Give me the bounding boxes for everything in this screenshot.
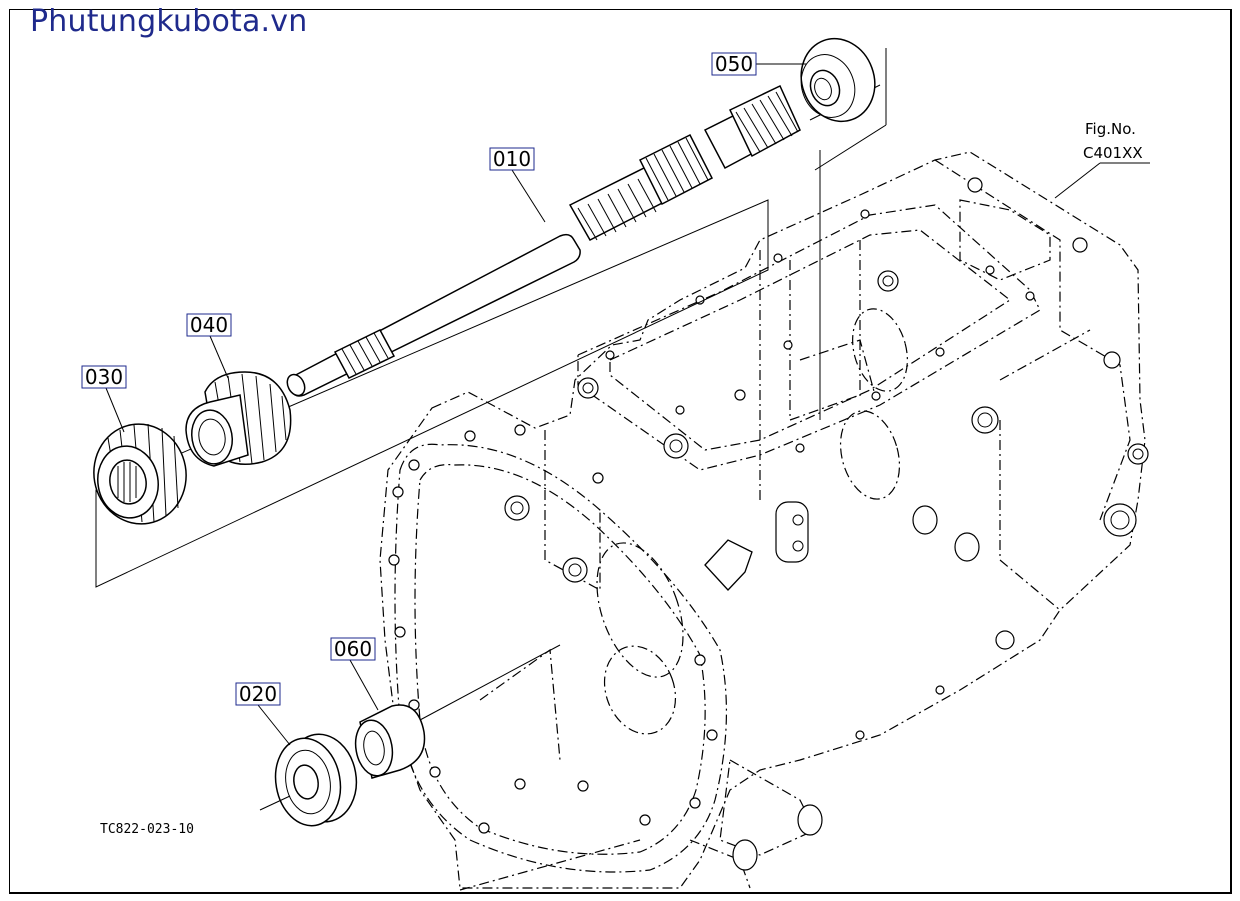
callout-040[interactable]: 040 — [186, 313, 232, 337]
callout-020-label: 020 — [239, 682, 277, 706]
callout-060-label: 060 — [334, 637, 372, 661]
callout-010-label: 010 — [493, 147, 531, 171]
counter-shaft-assembly — [95, 84, 881, 588]
callout-010[interactable]: 010 — [489, 147, 535, 171]
callout-030[interactable]: 030 — [81, 365, 127, 389]
collar-060 — [354, 704, 426, 779]
watermark-logo: Phutungkubota.vn — [30, 4, 308, 39]
gear-030 — [93, 423, 187, 525]
figure-label: Fig.No. — [1085, 120, 1136, 138]
figure-code: C401XX — [1083, 144, 1143, 162]
leader-lines — [105, 48, 1150, 811]
bearing-020 — [274, 733, 358, 827]
gear-040 — [185, 371, 292, 467]
callout-060[interactable]: 060 — [330, 637, 376, 661]
callout-050-label: 050 — [715, 52, 753, 76]
callout-050[interactable]: 050 — [711, 52, 757, 76]
transmission-case — [379, 151, 1149, 891]
callout-040-label: 040 — [190, 313, 228, 337]
figure-number: Fig.No. C401XX — [1083, 120, 1143, 162]
callout-030-label: 030 — [85, 365, 123, 389]
drawing-number: TC822-023-10 — [100, 822, 194, 837]
bearing-050 — [800, 37, 876, 123]
callout-020[interactable]: 020 — [235, 682, 281, 706]
drawing-frame — [9, 9, 1232, 894]
